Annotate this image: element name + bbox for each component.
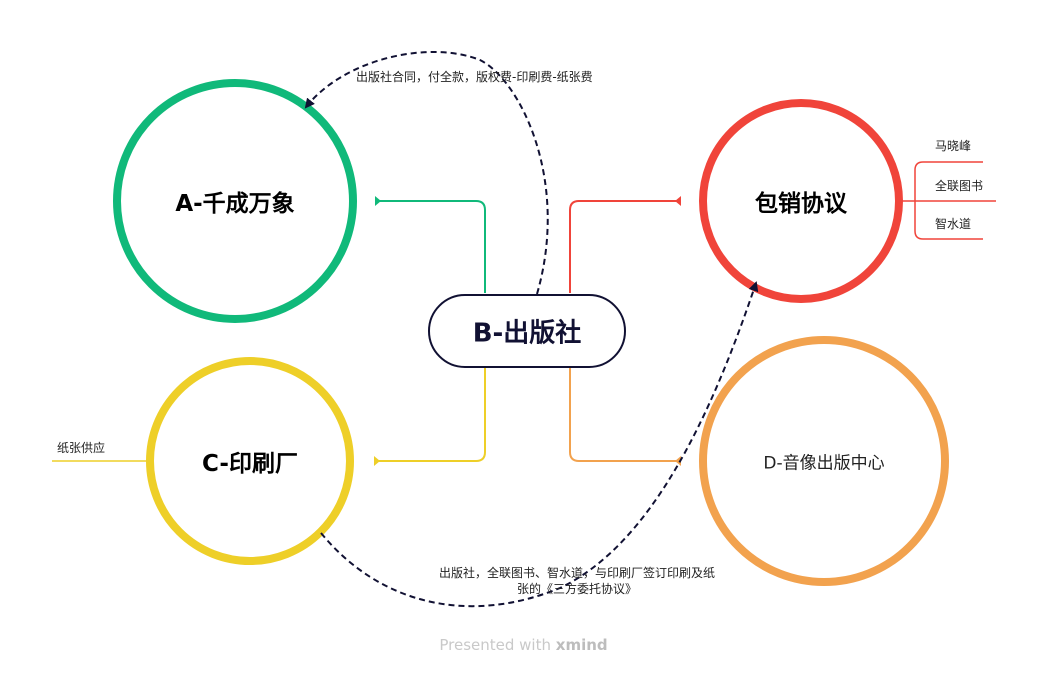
connector-d-cap: [675, 456, 681, 466]
node-c-label: C-印刷厂: [202, 451, 298, 477]
node-a-label: A-千成万象: [175, 191, 295, 217]
node-d-circle[interactable]: [699, 336, 949, 586]
connector-b-sales-cap: [675, 196, 681, 206]
relation-bottom-arrow: [320, 281, 759, 608]
node-d-label: D-音像出版中心: [763, 453, 885, 474]
connector-d: [569, 368, 681, 462]
relation-bottom-line2: 张的《三方委托协议》: [516, 582, 637, 596]
center-node-box[interactable]: [428, 294, 626, 368]
relation-top-label: 出版社合同，付全款，版权费-印刷费-纸张费: [356, 70, 593, 84]
paper-supply-label: 纸张供应: [57, 441, 106, 455]
sales-member-3: 智水道: [935, 217, 972, 231]
connector-c: [374, 368, 486, 462]
connector-a: [375, 200, 486, 293]
sales-branch-lines: [899, 161, 996, 240]
node-c-circle[interactable]: [146, 357, 354, 565]
sales-member-1: 马晓峰: [935, 139, 972, 153]
relation-top-arrow: [304, 50, 549, 295]
connector-a-cap: [375, 196, 381, 206]
node-b-sales-label: 包销协议: [755, 191, 847, 217]
relation-bottom-label: 出版社，全联图书、智水道，与印刷厂签订印刷及纸 张的《三方委托协议》: [422, 565, 732, 597]
center-node-label: B-出版社: [472, 318, 582, 349]
connector-b-sales: [569, 200, 681, 293]
connector-c-cap: [374, 456, 380, 466]
footer-prefix: Presented with: [439, 636, 551, 654]
xmind-logo: xmind: [555, 636, 608, 654]
sales-member-2: 全联图书: [935, 179, 984, 193]
footer-credit: Presented with xmind: [0, 636, 1047, 654]
node-a-circle[interactable]: [113, 79, 357, 323]
relation-bottom-line1: 出版社，全联图书、智水道，与印刷厂签订印刷及纸: [438, 566, 715, 580]
